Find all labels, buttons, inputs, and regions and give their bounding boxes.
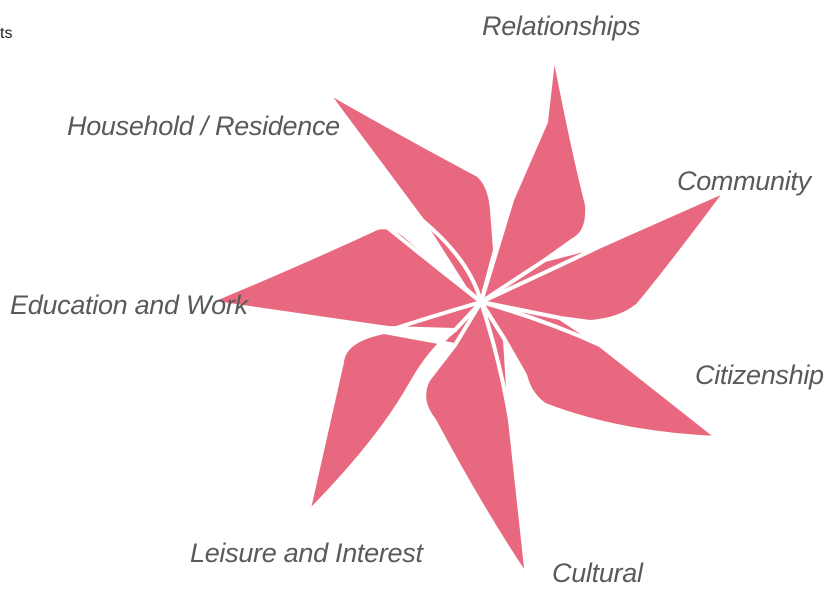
corner-text-fragment: ts — [0, 25, 13, 42]
fold-line-1 — [479, 198, 514, 304]
blade-citizenship — [479, 300, 720, 440]
label-citizenship: Citizenship — [695, 360, 824, 390]
fold-line-6 — [386, 226, 483, 304]
fold-line-4 — [479, 300, 512, 422]
fold-line-3 — [479, 300, 602, 347]
label-relationships: Relationships — [482, 11, 641, 41]
fold-line-2 — [479, 243, 605, 304]
label-household: Household / Residence — [67, 111, 340, 141]
blade-community — [479, 188, 729, 324]
label-community: Community — [677, 166, 811, 196]
blade-relationships — [479, 50, 590, 304]
fold-line-5 — [382, 300, 483, 334]
blade-education — [206, 225, 483, 332]
label-cultural: Cultural — [552, 558, 643, 588]
label-education: Education and Work — [10, 290, 248, 320]
fold-line-7 — [420, 218, 483, 304]
blade-leisure — [306, 300, 483, 515]
label-leisure: Leisure and Interest — [190, 538, 423, 568]
